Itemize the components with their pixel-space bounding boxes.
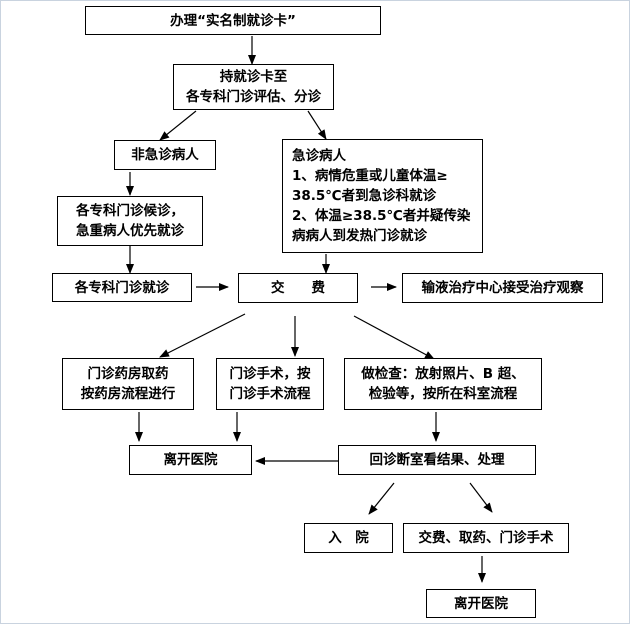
wait-line-1: 各专科门诊候诊， <box>76 203 184 219</box>
arrow-pay-to-pharmacy <box>159 313 246 358</box>
infusion-text: 输液治疗中心接受治疗观察 <box>421 280 584 296</box>
surgery-box: 门诊手术，按 门诊手术流程 <box>216 358 324 410</box>
pharmacy-line-2: 按药房流程进行 <box>80 386 176 402</box>
urgent-line-1: 1、病情危重或儿童体温≥ <box>292 168 448 184</box>
leave-text-2: 离开医院 <box>454 595 508 612</box>
urgent-title: 急诊病人 <box>292 148 346 164</box>
surgery-line-2: 门诊手术流程 <box>229 386 311 402</box>
exam-line-1: 做检查：放射照片、B 超、 <box>361 366 525 382</box>
register-card-text: 办理“实名制就诊卡” <box>170 12 296 29</box>
pay-meds-box: 交费、取药、门诊手术 <box>403 523 569 553</box>
pharmacy-box: 门诊药房取药 按药房流程进行 <box>62 358 194 410</box>
visit-box: 各专科门诊就诊 <box>52 273 192 302</box>
admit-box: 入 院 <box>304 523 393 553</box>
leave-box-1: 离开医院 <box>129 445 252 475</box>
exam-line-2: 检验等，按所在科室流程 <box>368 386 518 402</box>
admit-text: 入 院 <box>328 530 369 546</box>
surgery-line-1: 门诊手术，按 <box>229 366 311 382</box>
non-urgent-box: 非急诊病人 <box>114 140 216 170</box>
arrow-review-to-admit <box>368 482 395 515</box>
assess-line-1: 持就诊卡至 <box>219 69 288 85</box>
infusion-box: 输液治疗中心接受治疗观察 <box>402 273 603 303</box>
arrow-review-to-paymeds <box>469 482 493 513</box>
arrow-assess-to-urgent <box>307 110 327 140</box>
arrow-pay-to-exam <box>353 315 435 360</box>
pay-text: 交 费 <box>271 280 325 296</box>
non-urgent-text: 非急诊病人 <box>131 147 199 163</box>
register-card-box: 办理“实名制就诊卡” <box>85 6 381 35</box>
urgent-line-3: 2、体温≥38.5℃者并疑传染 <box>292 208 471 224</box>
urgent-line-4: 病病人到发热门诊就诊 <box>292 228 427 244</box>
pharmacy-line-1: 门诊药房取药 <box>87 366 169 382</box>
urgent-box: 急诊病人 1、病情危重或儿童体温≥ 38.5℃者到急诊科就诊 2、体温≥38.5… <box>282 139 483 253</box>
review-box: 回诊断室看结果、处理 <box>338 445 536 475</box>
leave-box-2: 离开医院 <box>426 589 536 618</box>
wait-line-2: 急重病人优先就诊 <box>76 223 184 239</box>
exam-box: 做检查：放射照片、B 超、 检验等，按所在科室流程 <box>344 358 542 410</box>
review-text: 回诊断室看结果、处理 <box>369 452 505 468</box>
pay-meds-text: 交费、取药、门诊手术 <box>418 530 554 546</box>
arrow-assess-to-nonurgent <box>159 110 197 141</box>
leave-text-1: 离开医院 <box>163 452 218 468</box>
urgent-line-2: 38.5℃者到急诊科就诊 <box>292 188 437 204</box>
assess-box: 持就诊卡至 各专科门诊评估、分诊 <box>173 64 334 110</box>
assess-line-2: 各专科门诊评估、分诊 <box>186 89 321 105</box>
visit-text: 各专科门诊就诊 <box>74 279 170 296</box>
pay-box: 交 费 <box>238 273 358 303</box>
wait-box: 各专科门诊候诊， 急重病人优先就诊 <box>57 196 203 246</box>
